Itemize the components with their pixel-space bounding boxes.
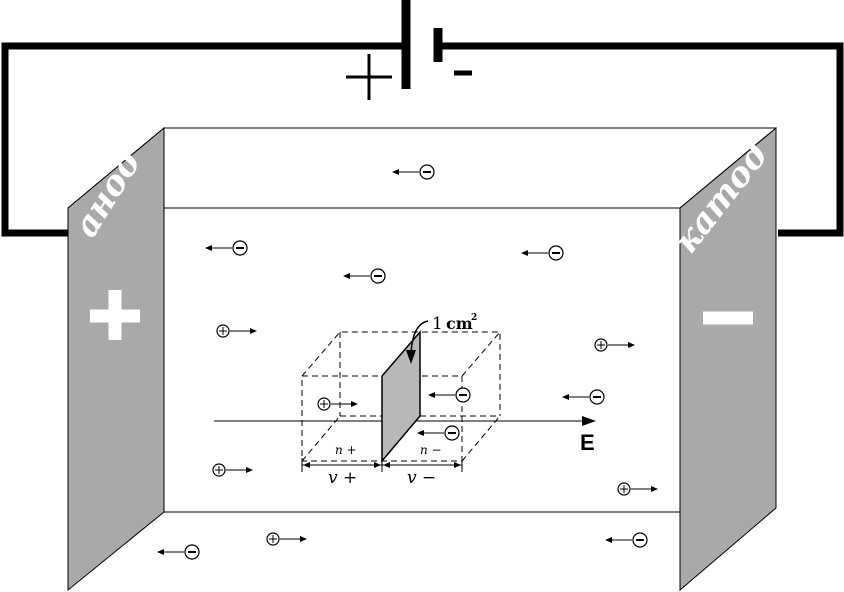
positive-ion [317, 397, 358, 411]
positive-ion [617, 482, 658, 496]
battery [346, 0, 472, 100]
negative-ion [343, 268, 386, 284]
n-plus-label: n + [335, 443, 357, 457]
anode-plus-sign [90, 290, 140, 340]
area-label: 1 cm 2 [406, 313, 477, 364]
negative-ion [417, 425, 460, 441]
n-minus-label: n − [420, 443, 442, 457]
area-exponent: 2 [471, 313, 477, 323]
negative-ion [521, 245, 564, 261]
negative-ion [392, 164, 435, 180]
area-unit: cm [446, 314, 473, 333]
velocity-dimensions [301, 458, 463, 472]
v-plus-label: v + [328, 468, 357, 488]
negative-ion [562, 389, 605, 405]
battery-plus-symbol [346, 54, 392, 100]
positive-ion [594, 338, 635, 352]
anode-plate: анод [66, 126, 165, 592]
negative-ion [205, 240, 248, 256]
area-number: 1 [432, 314, 443, 334]
positive-ion [266, 532, 307, 546]
circuit-wire [1, 42, 844, 237]
negative-ion [157, 544, 200, 560]
area-pointer-arrow [410, 320, 429, 355]
v-minus-label: v − [407, 468, 436, 488]
negative-ion [605, 532, 648, 548]
negative-ion [428, 387, 471, 403]
ions [157, 164, 658, 560]
cathode-plate: катод [666, 126, 777, 592]
positive-ion [212, 463, 253, 477]
positive-ion [216, 324, 257, 338]
field-label: E [580, 430, 595, 455]
